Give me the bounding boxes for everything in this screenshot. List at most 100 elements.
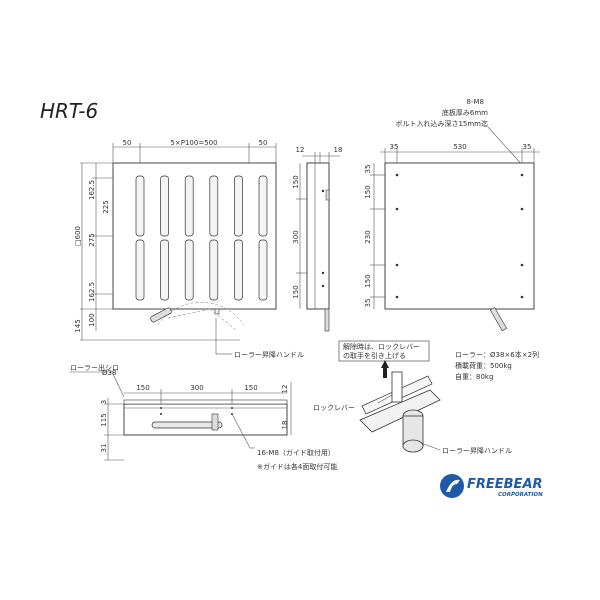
- side-dim-left-1: 150: [292, 175, 300, 188]
- elev-hole-2: [160, 413, 162, 415]
- bolt-hole: [395, 263, 399, 267]
- roller: [160, 239, 169, 301]
- spec-weight: 自重：80kg: [455, 372, 493, 381]
- detail-lock-lever: [391, 371, 403, 403]
- front-dim-left-2: 225: [102, 200, 110, 213]
- elev-dim-right-2: 18: [281, 421, 289, 430]
- guide-leader: [231, 413, 251, 449]
- plate-dim-top-1: 35: [390, 143, 399, 151]
- plate-dim-left-4: 150: [364, 274, 372, 287]
- roller: [135, 239, 145, 301]
- front-handle-icon: [150, 307, 172, 323]
- detail-arrow-up-icon: [381, 360, 389, 368]
- elev-dim-top-1: 150: [136, 384, 149, 392]
- elev-dim-top-3: 150: [244, 384, 257, 392]
- plate-dim-left-5: 35: [364, 299, 372, 308]
- elevation-roller-strip: [123, 399, 288, 405]
- detail-arrow-shaft: [383, 368, 387, 378]
- elev-dim-left-2: 115: [100, 413, 108, 426]
- plate-dim-top-3: 35: [523, 143, 532, 151]
- release-note-box: [338, 340, 430, 362]
- elevation-body: [123, 403, 288, 436]
- side-bracket: [325, 189, 330, 201]
- logo-name: FREEBEAR: [467, 477, 543, 492]
- bolt-note-2: 底板厚み6mm: [442, 108, 488, 117]
- front-dim-top-2: 5×P100=500: [170, 139, 217, 147]
- elev-hole-3: [231, 407, 233, 409]
- bolt-hole: [520, 295, 524, 299]
- front-dim-square: □600: [74, 226, 82, 246]
- plate-dim-left-3: 230: [364, 230, 372, 243]
- freebear-logo: FREEBEAR CORPORATION: [440, 474, 543, 498]
- bolt-hole: [520, 207, 524, 211]
- bolt-leader: [487, 126, 526, 169]
- detail-handle-knob-bottom: [402, 439, 424, 453]
- front-dim-top-3: 50: [259, 139, 268, 147]
- elevation-handle-lever: [211, 413, 219, 431]
- roller: [209, 239, 219, 301]
- guide-note: 16-M8（ガイド取付用）: [257, 448, 335, 457]
- side-dim-top-1: 12: [296, 146, 305, 154]
- side-dim-left-2: 300: [292, 230, 300, 243]
- side-view-body: [306, 162, 330, 310]
- logo-mark-swoosh: [446, 479, 460, 492]
- roller: [184, 175, 194, 237]
- logo-sub: CORPORATION: [498, 492, 543, 498]
- roller: [135, 175, 145, 237]
- roller-out-leader: [111, 371, 125, 398]
- elev-dim-left-1: 3: [100, 400, 108, 404]
- detail-handle-label: ローラー昇降ハンドル: [442, 446, 512, 455]
- side-hole-3: [321, 284, 325, 288]
- plate-dim-top-2: 530: [453, 143, 466, 151]
- base-plate: [384, 162, 535, 310]
- bolt-note-3: ボルト入れ込み深さ15mm迄: [395, 119, 488, 128]
- elev-dim-top-2: 300: [190, 384, 203, 392]
- guide-sub-note: ※ガイドは各4面取付可能: [257, 462, 337, 471]
- detail-rail: [359, 389, 441, 433]
- drawing-title: HRT-6: [40, 99, 98, 123]
- spec-rollers: ローラー：Ø38×6本×2列: [455, 350, 539, 359]
- detail-handle-leader: [420, 442, 441, 451]
- roller-out-label: ローラー出シロ: [70, 363, 119, 372]
- plate-dim-left-1: 35: [364, 165, 372, 174]
- roller-grid: [135, 175, 268, 301]
- bolt-hole: [520, 263, 524, 267]
- front-dim-left-3: 275: [88, 233, 96, 246]
- lock-lever-label: ロックレバー: [313, 404, 355, 412]
- roller: [234, 239, 243, 301]
- roller: [184, 239, 194, 301]
- roller: [258, 239, 268, 301]
- front-handle-base: [214, 308, 220, 315]
- elev-dim-right-1: 12: [281, 385, 289, 394]
- release-note-1: 解除時は、ロックレバー: [343, 342, 420, 351]
- plate-handle-icon: [489, 307, 508, 332]
- bolt-hole: [395, 173, 399, 177]
- lock-detail-view: 解除時は、ロックレバー の取手を引き上げる ロックレバー ローラー昇降ハンドル: [313, 340, 512, 455]
- handle-swing-line-2: [209, 308, 237, 331]
- roller: [160, 175, 169, 237]
- front-dim-left-4: 162.5: [88, 282, 96, 302]
- bolt-hole: [520, 173, 524, 177]
- side-dim-top-2: 18: [334, 146, 343, 154]
- spec-list: ローラー：Ø38×6本×2列 積載荷重：500kg 自重：80kg: [455, 350, 539, 381]
- side-dim-left-3: 150: [292, 285, 300, 298]
- bolt-hole: [395, 295, 399, 299]
- elevation-view: ローラー出シロ Ø38 150 300 150 3 115 31 12 18: [70, 363, 337, 471]
- bolt-hole: [395, 207, 399, 211]
- side-hole-2: [321, 271, 325, 275]
- roller: [209, 175, 219, 237]
- dia-label: Ø38: [102, 369, 116, 377]
- bolt-note-1: 8-M8: [467, 98, 484, 106]
- side-view: 12 18 150 300 150: [292, 146, 343, 332]
- handle-swing-line: [167, 308, 211, 319]
- front-view: 50 5×P100=500 50 162.5 225 275 162.5 □60…: [74, 139, 304, 359]
- elevation-handle-slot: [151, 421, 223, 429]
- front-dim-145: 145: [74, 319, 82, 332]
- roller: [234, 175, 243, 237]
- plate-holes: [395, 173, 524, 299]
- roller: [258, 175, 268, 237]
- side-handle-icon: [324, 308, 330, 332]
- front-dim-100: 100: [88, 313, 96, 326]
- elev-hole-1: [160, 407, 162, 409]
